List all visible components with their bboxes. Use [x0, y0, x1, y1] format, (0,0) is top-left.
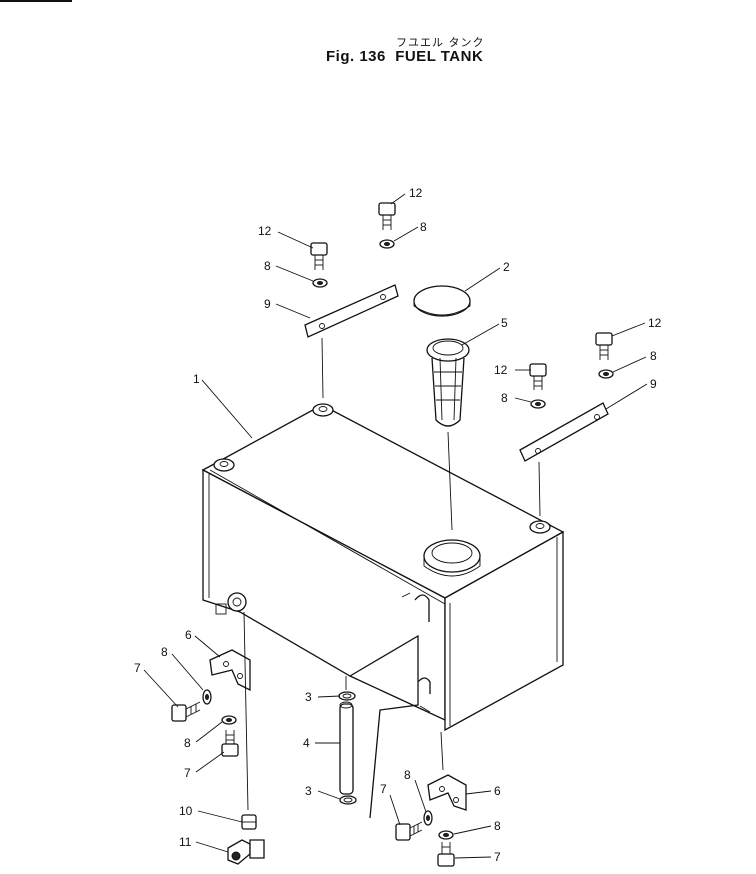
drain-centerline: [243, 611, 249, 811]
callout-7: 7: [494, 850, 501, 864]
callout-8: 8: [404, 768, 411, 782]
filler-cap: [413, 285, 471, 317]
callout-3: 3: [305, 784, 312, 798]
clamp-bottom: [339, 795, 357, 805]
washer-right-a: [423, 810, 433, 826]
callout-2: 2: [503, 260, 510, 274]
callout-7: 7: [134, 661, 141, 675]
bracket-left: [209, 649, 251, 692]
strap-left-centerline: [321, 337, 324, 399]
bolt-right-upper: [595, 332, 614, 379]
bracket-right-centerline: [440, 731, 444, 771]
callout-9: 9: [650, 377, 657, 391]
callout-8: 8: [650, 349, 657, 363]
strap-right-centerline: [538, 461, 541, 517]
callout-8: 8: [264, 259, 271, 273]
strap-left: [304, 284, 399, 338]
washer-left-b: [221, 715, 237, 725]
callout-9: 9: [264, 297, 271, 311]
clamp-top: [338, 691, 356, 701]
strainer: [426, 338, 470, 427]
bolt-right-mid: [529, 363, 547, 409]
callout-10: 10: [179, 804, 193, 818]
callout-labels: 12 8 12 8 2 9 5 12 8 12 8 9 1 6 8 7 8 7 …: [134, 186, 662, 864]
callout-8: 8: [494, 819, 501, 833]
washer-right-b: [438, 830, 454, 840]
bolt-top-center: [378, 202, 396, 249]
drain-elbow: [227, 839, 265, 865]
callout-7: 7: [380, 782, 387, 796]
strainer-centerline: [447, 431, 453, 531]
corner-rule: [0, 0, 72, 2]
bracket-right: [427, 774, 467, 811]
callout-12: 12: [409, 186, 423, 200]
title-japanese: フユエル タンク: [396, 36, 485, 49]
leader-lines: [143, 193, 648, 859]
callout-8: 8: [420, 220, 427, 234]
callout-1: 1: [193, 372, 200, 386]
callout-4: 4: [303, 736, 310, 750]
bolt-right-vertical: [437, 842, 455, 867]
callout-7: 7: [184, 766, 191, 780]
fuel-tank: [201, 403, 565, 819]
washer-left-a: [202, 689, 212, 705]
bolt-left-horizontal: [171, 701, 201, 722]
callout-6: 6: [494, 784, 501, 798]
strap-right: [519, 402, 609, 462]
drain-valve: [241, 814, 257, 830]
bolt-right-horizontal: [395, 821, 423, 841]
callout-8: 8: [184, 736, 191, 750]
callout-11: 11: [179, 835, 192, 849]
callout-8: 8: [501, 391, 508, 405]
callout-12: 12: [494, 363, 508, 377]
callout-8: 8: [161, 645, 168, 659]
callout-6: 6: [185, 628, 192, 642]
figure-title: Fig. 136 FUEL TANK: [326, 48, 484, 65]
hose: [339, 701, 354, 795]
callout-5: 5: [501, 316, 508, 330]
callout-12: 12: [258, 224, 272, 238]
callout-12: 12: [648, 316, 662, 330]
bolt-left-vertical: [221, 730, 239, 757]
bolt-top-left: [310, 242, 328, 288]
callout-3: 3: [305, 690, 312, 704]
